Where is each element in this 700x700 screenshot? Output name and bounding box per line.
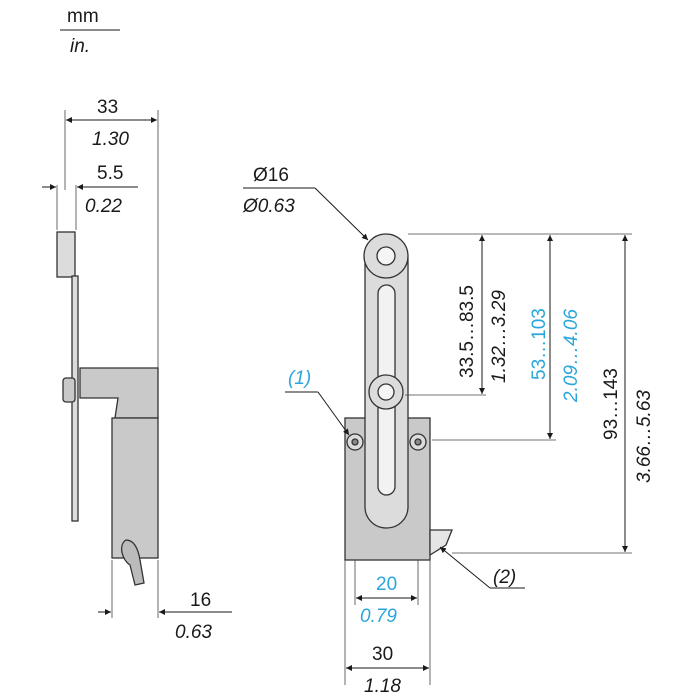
- side-body: [111, 417, 159, 559]
- total-height-in: 3.66…5.63: [634, 390, 655, 483]
- roller-hub: [376, 246, 396, 266]
- side-lever-top: [56, 231, 76, 278]
- side-depth-mm: 16: [190, 590, 211, 611]
- adjust-range-mm: 53…103: [529, 308, 550, 380]
- callout-2-leader: [439, 546, 491, 589]
- total-height-mm: 93…143: [601, 368, 622, 440]
- side-pivot-bolt: [62, 377, 76, 403]
- cable-outlet: [429, 529, 453, 557]
- adjust-range-in: 2.09…4.06: [561, 309, 582, 403]
- fixing-centres-in: 0.79: [360, 606, 397, 627]
- fixing-centres-mm: 20: [376, 574, 397, 595]
- side-plate-in: 0.22: [85, 196, 122, 217]
- arm-adjust-in: 1.32…3.29: [489, 290, 510, 383]
- body-width-mm: 30: [372, 644, 393, 665]
- side-cable: [120, 539, 145, 586]
- callout-1: (1): [288, 368, 311, 389]
- body-width-in: 1.18: [364, 676, 401, 697]
- fixing-screw-right-core: [414, 438, 422, 446]
- unit-mm: mm: [67, 6, 99, 27]
- side-width-in: 1.30: [92, 129, 129, 150]
- side-plate-mm: 5.5: [97, 163, 123, 184]
- arm-adjust-mm: 33.5…83.5: [457, 285, 478, 378]
- units-legend: mm in.: [60, 6, 120, 57]
- lever-pivot-core: [377, 383, 395, 401]
- callout-2: (2): [493, 567, 516, 588]
- side-view: 33 1.30 5.5 0.22 16 0.63: [42, 97, 232, 643]
- fixing-screw-left-core: [351, 438, 359, 446]
- side-depth-in: 0.63: [175, 622, 212, 643]
- side-width-mm: 33: [97, 97, 118, 118]
- roller-diameter-leader: [314, 187, 369, 241]
- front-view: Ø16 Ø0.63 33.5…83.5 1.32…3.29 53…103 2.0…: [242, 165, 655, 697]
- callout-1-leader: [317, 391, 350, 436]
- roller-diameter-mm: Ø16: [253, 165, 289, 186]
- unit-in: in.: [70, 36, 90, 57]
- side-head: [79, 367, 159, 419]
- roller-diameter-in: Ø0.63: [242, 196, 295, 217]
